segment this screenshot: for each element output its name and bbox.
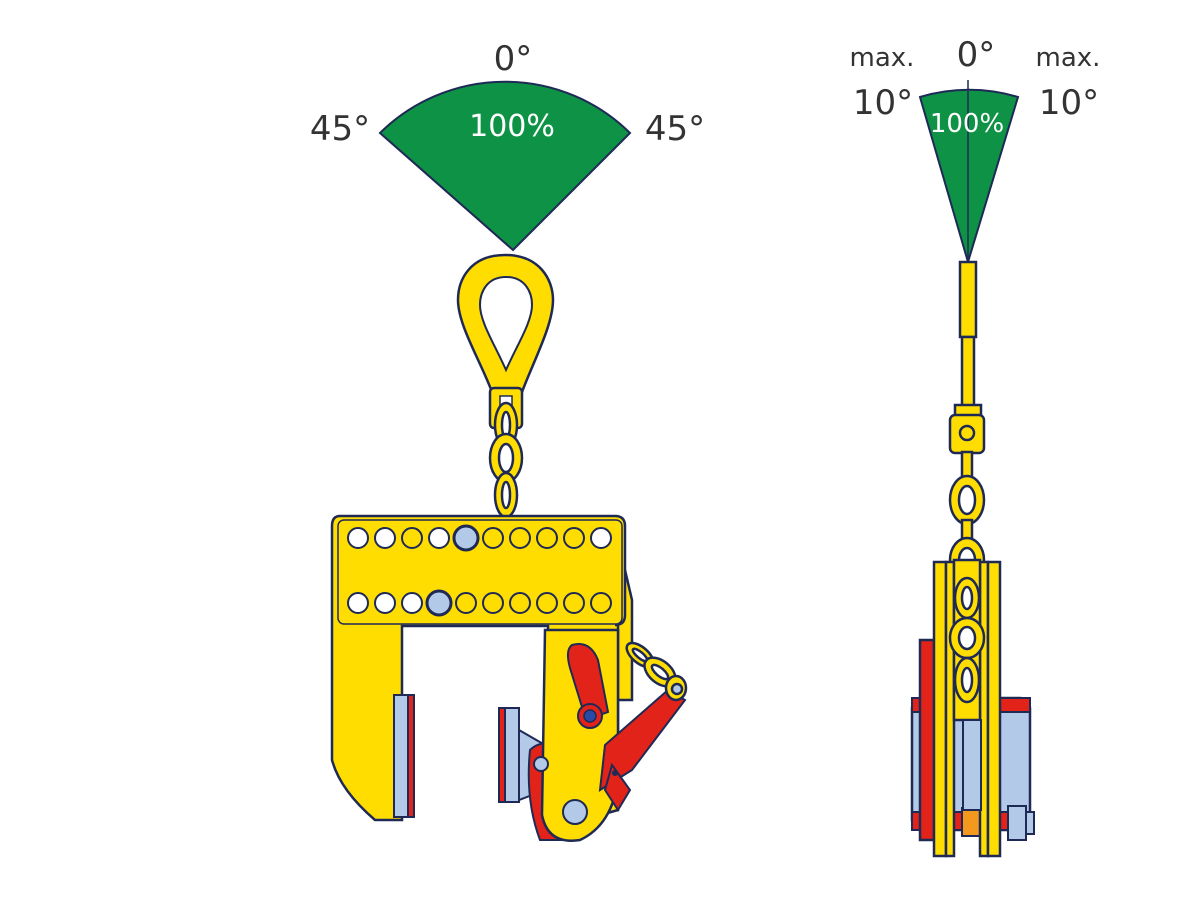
- front-capacity-label: 100%: [469, 109, 555, 144]
- side-inner-chain: [948, 576, 986, 704]
- side-master-link: [953, 260, 983, 419]
- front-view: 0° 45° 45° 100%: [310, 39, 705, 842]
- front-jaw-pivot: [533, 756, 549, 772]
- front-side-chain: [625, 641, 688, 702]
- side-left-angle-label: 10°: [853, 83, 913, 123]
- front-hole-row-top: [347, 524, 612, 552]
- side-right-max-label: max.: [1036, 43, 1101, 73]
- front-lower-pivot: [562, 799, 588, 825]
- front-angle-left-label: 45°: [310, 109, 370, 149]
- front-link-arm: [598, 688, 687, 792]
- front-master-link-eye: [478, 275, 534, 373]
- front-angle-sector: [378, 80, 632, 252]
- side-bolt: [1007, 805, 1035, 841]
- side-right-angle-label: 10°: [1039, 83, 1099, 123]
- front-angle-right-label: 45°: [645, 109, 705, 149]
- front-fixed-jaw-pad: [393, 694, 415, 818]
- side-capacity-label: 100%: [930, 109, 1004, 139]
- side-left-max-label: max.: [850, 43, 915, 73]
- side-angle-sector: [918, 88, 1020, 266]
- side-connector: [948, 413, 986, 455]
- front-chain: [488, 401, 524, 519]
- front-adjust-panel: [337, 519, 623, 625]
- front-hole-row-bottom: [347, 589, 612, 617]
- side-view: 0° max. 10° max. 10° 100%: [850, 35, 1101, 858]
- front-angle-center-label: 0°: [494, 39, 533, 79]
- side-angle-center-label: 0°: [957, 35, 996, 75]
